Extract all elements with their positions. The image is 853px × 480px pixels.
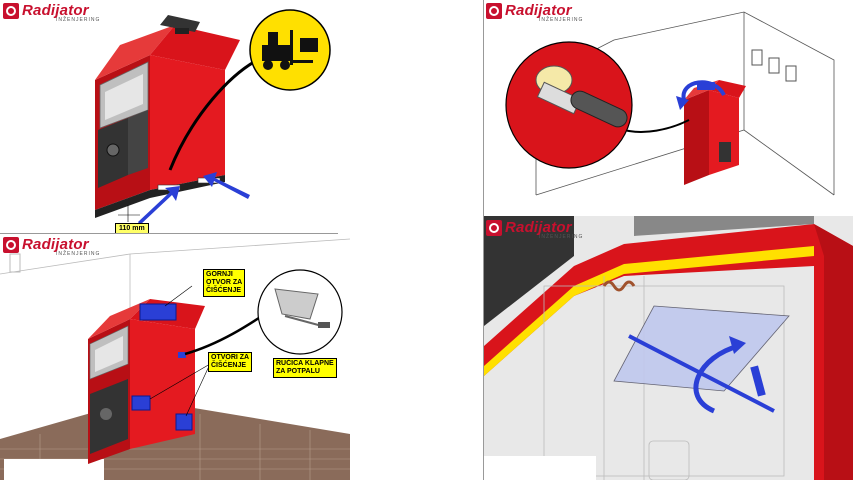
callout-cleaning-openings: OTVORI ZA ČIŠĆENJE [208, 352, 253, 372]
boiler-cleaning-illustration [0, 238, 350, 480]
logo-mark-icon [3, 237, 19, 253]
brand-subtitle: INŽENJERING [539, 17, 584, 23]
brand-logo: Radijator INŽENJERING [3, 3, 100, 23]
boiler-transport-illustration [95, 9, 331, 225]
panel-bottom-right: Radijator INŽENJERING [484, 216, 853, 480]
panel-divider-vertical [483, 0, 484, 480]
brand-name: Radijator [505, 2, 572, 19]
panel-divider-horizontal [0, 233, 338, 234]
forklift-icon [262, 30, 318, 70]
top-cleaning-cover [139, 303, 177, 321]
brand-name: Radijator [22, 236, 89, 253]
callout-top-opening: GORNJI OTVOR ZA ČIŠĆENJE [203, 269, 246, 297]
brand-logo: Radijator INŽENJERING [486, 220, 583, 240]
room-illustration [505, 11, 835, 196]
panel-top-left: Radijator INŽENJERING [0, 0, 338, 233]
brand-logo: Radijator INŽENJERING [486, 3, 583, 23]
brand-subtitle: INŽENJERING [56, 17, 101, 23]
brand-subtitle: INŽENJERING [539, 234, 584, 240]
bolt-tool-icon [535, 65, 628, 128]
panel-bottom-left: Radijator INŽENJERING GORNJI OTVOR ZA ČI… [0, 234, 350, 480]
dimension-label: 110 mm [115, 223, 149, 233]
callout-damper-handle: RUČICA KLAPNE ZA POTPALU [273, 358, 337, 378]
panel-top-right: Radijator INŽENJERING [484, 0, 853, 216]
damper-handle-icon [318, 322, 330, 328]
brand-name: Radijator [505, 219, 572, 236]
boiler-interior-illustration [484, 216, 853, 480]
brand-logo: Radijator INŽENJERING [3, 237, 100, 257]
rotate-arrow-icon [681, 80, 726, 101]
rotate-arrow-icon [693, 343, 740, 414]
logo-mark-icon [486, 3, 502, 19]
brand-subtitle: INŽENJERING [56, 251, 101, 257]
logo-mark-icon [3, 3, 19, 19]
logo-mark-icon [486, 220, 502, 236]
brand-name: Radijator [22, 2, 89, 19]
